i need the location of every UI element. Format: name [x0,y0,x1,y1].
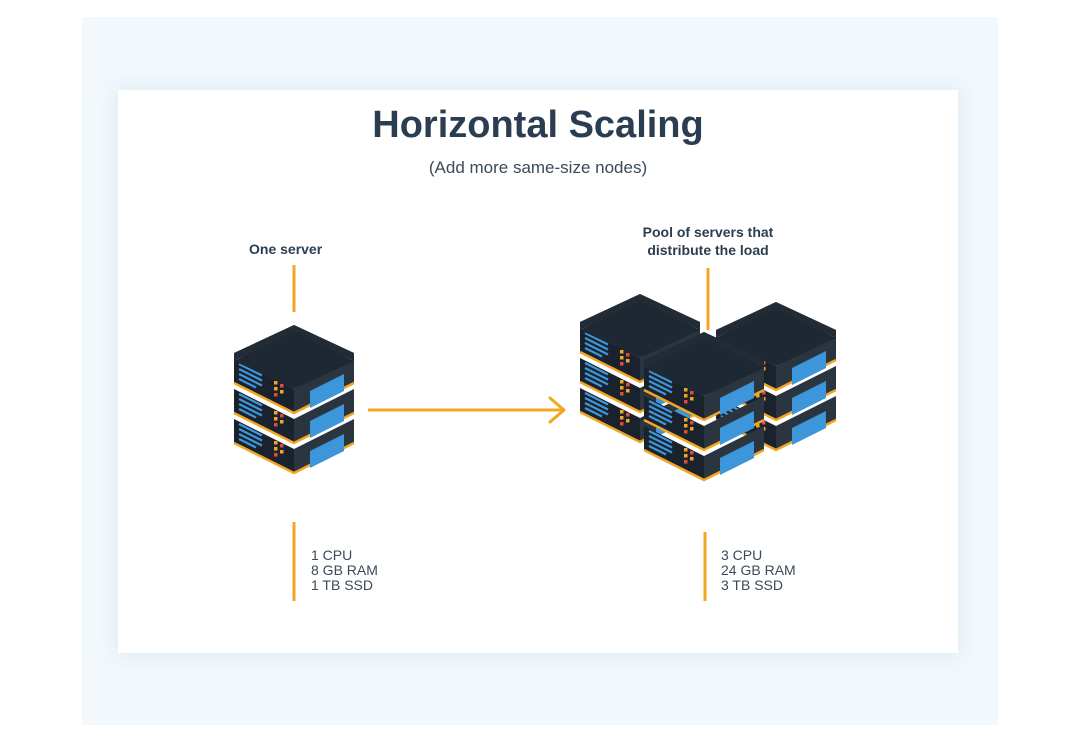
arrow-right-icon [368,396,566,424]
spec-ram: 24 GB RAM [721,562,796,578]
page-title: Horizontal Scaling [372,104,704,146]
spec-storage: 3 TB SSD [721,577,783,593]
spec-storage: 1 TB SSD [311,577,373,593]
pool-label: Pool of servers that distribute the load [608,223,808,259]
spec-ram: 8 GB RAM [311,562,378,578]
one-server-label: One server [249,241,323,257]
server-pool-specs: 3 CPU 24 GB RAM 3 TB SSD [721,548,796,593]
pool-label-line-2: distribute the load [647,242,769,258]
pool-label-line-1: Pool of servers that [642,224,774,240]
spec-cpu: 3 CPU [721,547,763,563]
spec-cpu: 1 CPU [311,547,353,563]
single-server-specs: 1 CPU 8 GB RAM 1 TB SSD [311,548,378,593]
single-server-icon [234,325,354,473]
page-subtitle: (Add more same-size nodes) [428,158,648,177]
server-rack-icon [644,332,764,480]
